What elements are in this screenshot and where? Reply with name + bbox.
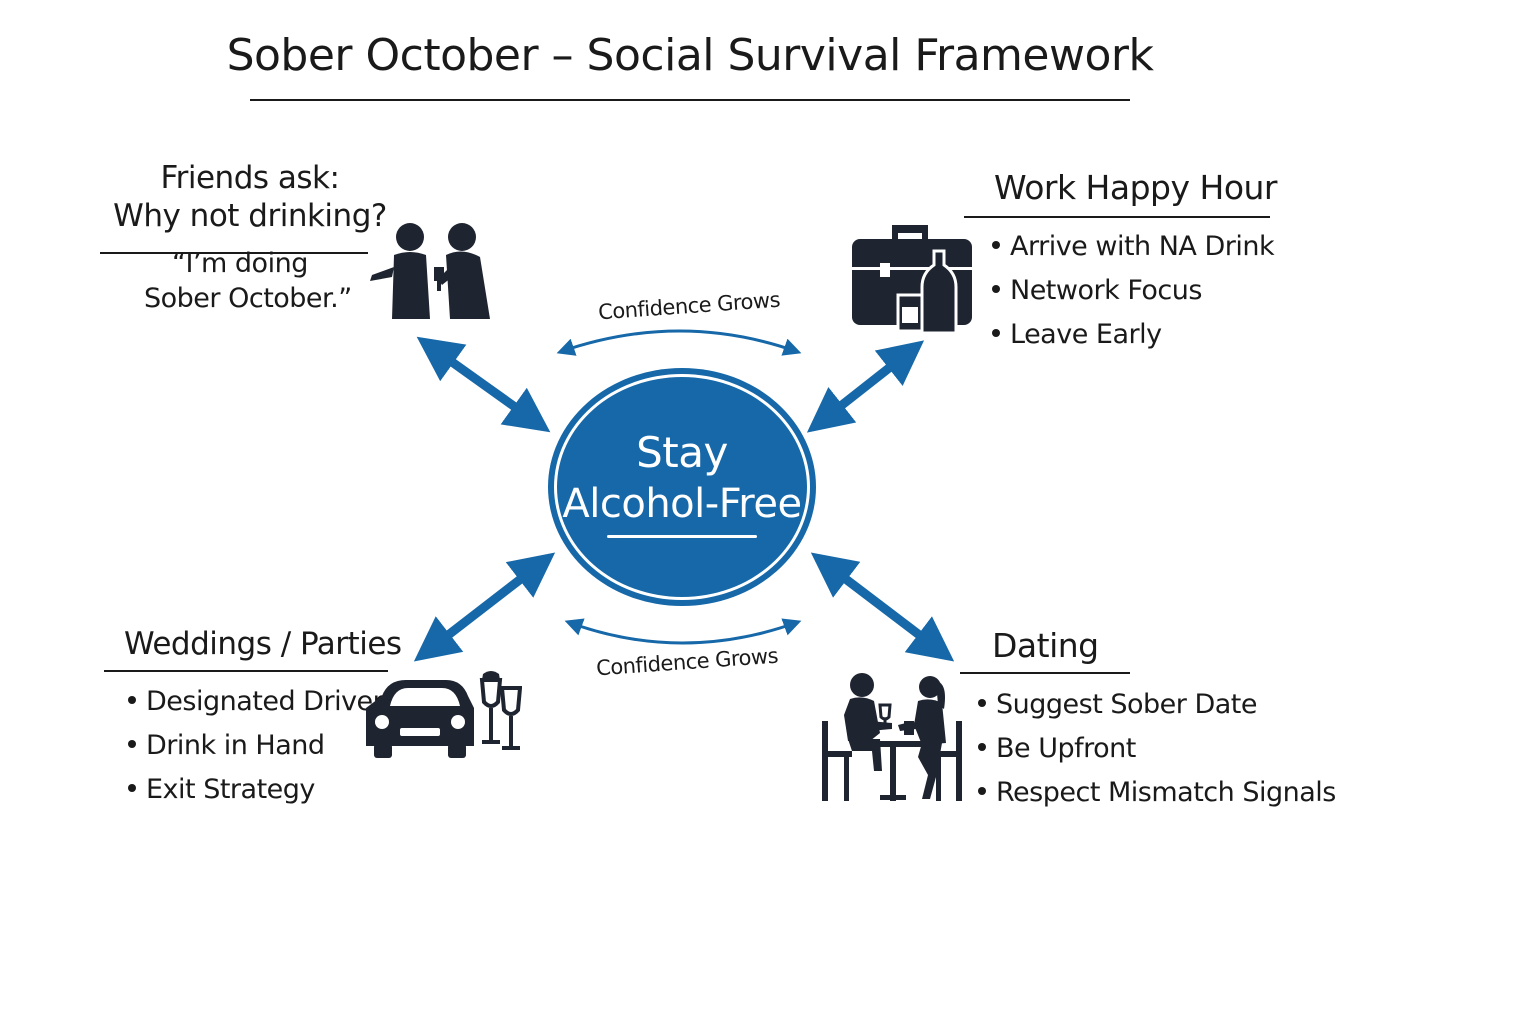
work-bullet: Network Focus xyxy=(992,269,1284,313)
friends-heading-underline xyxy=(100,252,368,254)
bullet-dot-icon xyxy=(978,698,986,707)
arrow-weddings xyxy=(413,552,556,662)
work-heading: Work Happy Hour xyxy=(994,168,1278,207)
couple-at-table-icon xyxy=(822,673,962,801)
confidence-arc-bottom xyxy=(564,618,802,645)
dating-section: Dating Suggest Sober Date Be Upfront Res… xyxy=(960,626,1336,815)
briefcase-with-drinks-icon xyxy=(852,225,972,335)
weddings-heading-underline xyxy=(104,670,388,672)
weddings-bullet: Drink in Hand xyxy=(128,724,404,768)
friends-heading-line2: Why not drinking? xyxy=(113,198,387,234)
bullet-dot-icon xyxy=(992,284,1000,293)
dating-bullet-list: Suggest Sober Date Be Upfront Respect Mi… xyxy=(960,683,1336,815)
work-heading-underline xyxy=(964,216,1270,218)
weddings-bullet: Designated Driver xyxy=(128,680,404,724)
work-bullet: Leave Early xyxy=(992,313,1284,357)
work-bullet: Arrive with NA Drink xyxy=(992,225,1284,269)
bullet-dot-icon xyxy=(128,783,136,792)
work-section: Work Happy Hour Arrive with NA Drink Net… xyxy=(964,168,1284,357)
dating-bullet: Be Upfront xyxy=(978,727,1280,771)
title-underline xyxy=(250,99,1130,101)
friends-quote-line2: Sober October.” xyxy=(144,283,352,314)
dating-bullet: Suggest Sober Date xyxy=(978,683,1280,727)
arrow-friends xyxy=(416,336,551,433)
dating-bullet: Respect Mismatch Signals xyxy=(978,771,1336,815)
bullet-dot-icon xyxy=(978,742,986,751)
dating-heading-underline xyxy=(960,672,1130,674)
work-bullet-list: Arrive with NA Drink Network Focus Leave… xyxy=(964,225,1284,357)
arrow-dating xyxy=(810,552,955,662)
dating-heading: Dating xyxy=(992,626,1099,665)
central-goal-circle: Stay Alcohol-Free xyxy=(548,368,816,606)
hub-ring xyxy=(554,374,810,600)
bullet-dot-icon xyxy=(992,328,1000,337)
two-people-chatting-icon xyxy=(370,223,490,319)
diagram-title: Sober October – Social Survival Framewor… xyxy=(226,30,1154,81)
bullet-dot-icon xyxy=(978,786,986,795)
arrow-work xyxy=(806,340,925,433)
bullet-dot-icon xyxy=(128,739,136,748)
bullet-dot-icon xyxy=(128,695,136,704)
weddings-heading: Weddings / Parties xyxy=(124,626,402,662)
car-with-wine-glasses-icon xyxy=(366,671,522,758)
weddings-bullet: Exit Strategy xyxy=(128,768,404,812)
friends-section: Friends ask: Why not drinking? “I’m doin… xyxy=(100,160,400,314)
confidence-arc-top xyxy=(556,329,802,356)
bullet-dot-icon xyxy=(992,240,1000,249)
weddings-bullet-list: Designated Driver Drink in Hand Exit Str… xyxy=(104,680,404,812)
friends-heading-line1: Friends ask: xyxy=(160,160,340,196)
weddings-section: Weddings / Parties Designated Driver Dri… xyxy=(104,626,404,812)
